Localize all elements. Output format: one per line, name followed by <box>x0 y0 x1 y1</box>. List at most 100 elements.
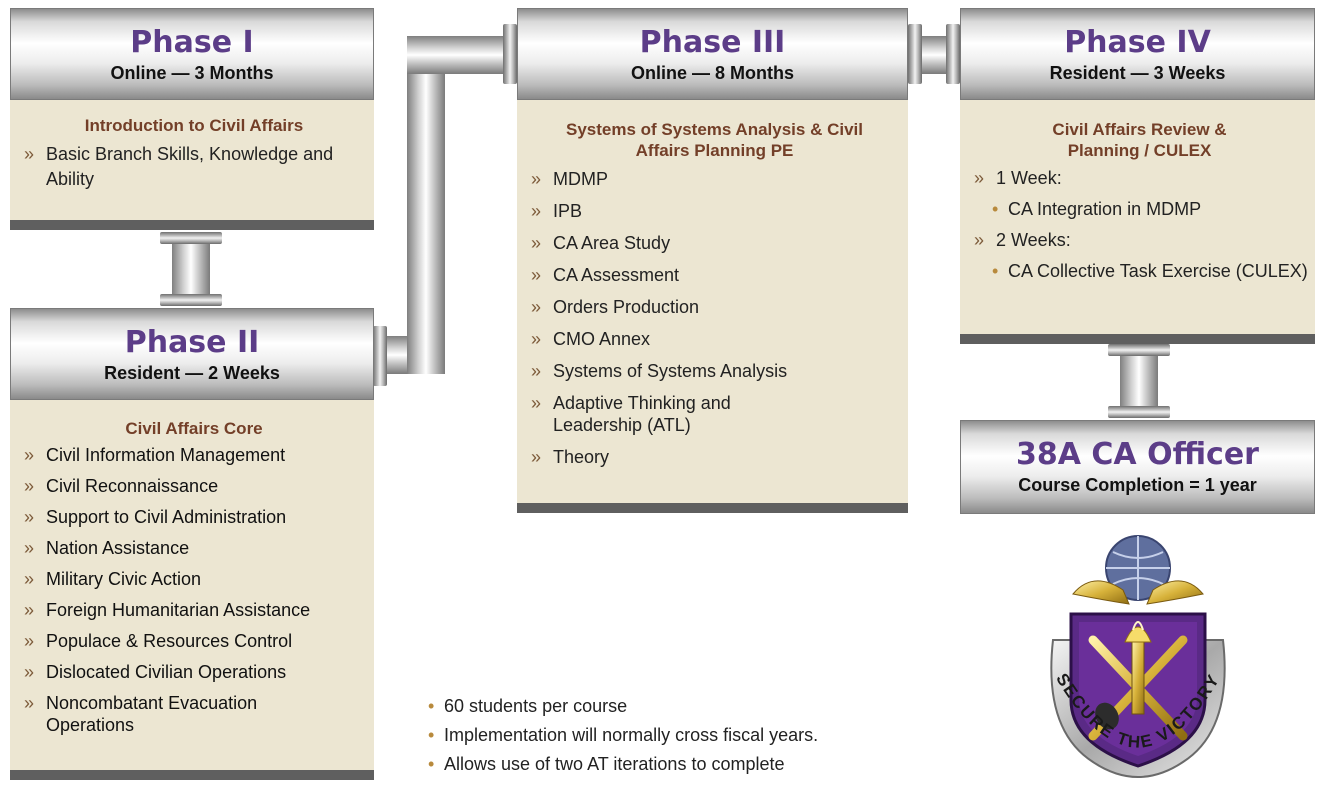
bullet-marker: • <box>992 261 999 281</box>
arrow-marker: » <box>24 600 35 620</box>
phase3-section-title: Systems of Systems Analysis & Civil Affa… <box>565 120 863 160</box>
phase2-box: Phase II Resident — 2 Weeks Civil Affair… <box>10 308 374 780</box>
completion-subtitle: Course Completion = 1 year <box>1018 475 1257 495</box>
list-item: »Adaptive Thinking and Leadership (ATL) <box>531 393 731 435</box>
sub-list-item: •CA Integration in MDMP <box>992 199 1202 219</box>
phase3-title: Phase III <box>639 25 786 60</box>
phase4-section-title: Civil Affairs Review & Planning / CULEX <box>1052 120 1227 160</box>
list-item: »Orders Production <box>531 297 700 317</box>
list-item: »CMO Annex <box>531 329 651 349</box>
phase4-footer <box>960 334 1315 344</box>
list-item: »CA Assessment <box>531 265 680 285</box>
arrow-marker: » <box>531 447 542 467</box>
phase1-footer <box>10 220 374 230</box>
phase3-body: Systems of Systems Analysis & Civil Affa… <box>517 100 908 503</box>
bullet-marker: • <box>428 725 435 745</box>
completion-box: 38A CA Officer Course Completion = 1 yea… <box>960 420 1315 514</box>
phase1-subtitle: Online — 3 Months <box>110 63 274 83</box>
arrow-marker: » <box>24 631 35 651</box>
list-item: »Civil Information Management <box>24 445 286 465</box>
phase3-list: »MDMP »IPB »CA Area Study »CA Assessment… <box>527 168 902 468</box>
phase4-title: Phase IV <box>1064 25 1211 60</box>
pipe-flange <box>160 232 222 244</box>
arrow-marker: » <box>24 476 35 496</box>
list-item: »MDMP <box>531 169 608 189</box>
arrow-marker: » <box>531 297 542 317</box>
pipe-flange <box>503 24 517 84</box>
phase2-header: Phase II Resident — 2 Weeks <box>10 308 374 400</box>
pipe-flange <box>946 24 960 84</box>
phase2-list: »Civil Information Management »Civil Rec… <box>20 444 368 736</box>
phase4-list: »1 Week: •CA Integration in MDMP »2 Week… <box>970 167 1309 282</box>
pipe-flange <box>160 294 222 306</box>
arrow-marker: » <box>531 265 542 285</box>
bullet-marker: • <box>428 696 435 716</box>
pipe-flange <box>373 326 387 386</box>
note-item: •60 students per course <box>428 692 818 721</box>
bullet-marker: • <box>428 754 435 774</box>
list-item: »Populace & Resources Control <box>24 631 293 651</box>
pipe-phase1-to-phase2 <box>172 244 210 294</box>
arrow-marker: » <box>974 230 985 250</box>
list-item: »2 Weeks: <box>974 230 1071 250</box>
arrow-marker: » <box>531 169 542 189</box>
completion-title: 38A CA Officer <box>1016 437 1259 472</box>
arrow-marker: » <box>24 569 35 589</box>
phase1-header: Phase I Online — 3 Months <box>10 8 374 100</box>
note-item: •Allows use of two AT iterations to comp… <box>428 750 818 779</box>
phase2-section-title: Civil Affairs Core <box>125 419 263 438</box>
phase2-subtitle: Resident — 2 Weeks <box>104 363 280 383</box>
insignia-emblem-icon: SECURE THE VICTORY <box>1050 535 1226 778</box>
phase3-box: Phase III Online — 8 Months Systems of S… <box>517 8 908 513</box>
list-item: »1 Week: <box>974 168 1062 188</box>
arrow-marker: » <box>531 233 542 253</box>
list-item: »Systems of Systems Analysis <box>531 361 788 381</box>
phase4-body: Civil Affairs Review & Planning / CULEX … <box>960 100 1315 334</box>
pipe-phase3-to-phase4 <box>922 36 948 74</box>
arrow-marker: » <box>24 445 35 465</box>
phase4-header: Phase IV Resident — 3 Weeks <box>960 8 1315 100</box>
phase3-header: Phase III Online — 8 Months <box>517 8 908 100</box>
notes-list: •60 students per course •Implementation … <box>428 692 818 779</box>
list-item: »Support to Civil Administration <box>24 507 287 527</box>
arrow-marker: » <box>24 507 35 527</box>
pipe-phase2-to-phase3-rise <box>407 36 445 374</box>
phase2-title: Phase II <box>124 325 260 360</box>
note-item: •Implementation will normally cross fisc… <box>428 721 818 750</box>
list-item: »Foreign Humanitarian Assistance <box>24 600 311 620</box>
completion-header: 38A CA Officer Course Completion = 1 yea… <box>960 420 1315 514</box>
arrow-marker: » <box>531 329 542 349</box>
phase2-body: Civil Affairs Core »Civil Information Ma… <box>10 400 374 770</box>
pipe-flange <box>1108 406 1170 418</box>
arrow-marker: » <box>531 201 542 221</box>
list-item: »Dislocated Civilian Operations <box>24 662 287 682</box>
arrow-marker: » <box>24 693 35 713</box>
list-item: »CA Area Study <box>531 233 671 253</box>
sub-list-item: •CA Collective Task Exercise (CULEX) <box>992 261 1308 281</box>
phase2-footer <box>10 770 374 780</box>
arrow-marker: » <box>24 662 35 682</box>
bullet-marker: • <box>992 199 999 219</box>
phase4-subtitle: Resident — 3 Weeks <box>1049 63 1226 83</box>
list-item: »Noncombatant Evacuation Operations <box>24 693 258 735</box>
list-item: »Civil Reconnaissance <box>24 476 219 496</box>
arrow-marker: » <box>24 538 35 558</box>
phase1-body: Introduction to Civil Affairs »Basic Bra… <box>10 100 374 220</box>
list-item: »Basic Branch Skills, Knowledge and Abil… <box>24 144 334 189</box>
phase4-box: Phase IV Resident — 3 Weeks Civil Affair… <box>960 8 1315 344</box>
phase3-footer <box>517 503 908 513</box>
phase1-section-title: Introduction to Civil Affairs <box>84 116 304 135</box>
phase3-subtitle: Online — 8 Months <box>630 63 794 83</box>
list-item: »IPB <box>531 201 583 221</box>
list-item: »Military Civic Action <box>24 569 202 589</box>
list-item: »Theory <box>531 447 610 467</box>
civil-affairs-insignia: SECURE THE VICTORY <box>1033 530 1243 788</box>
arrow-marker: » <box>974 168 985 188</box>
phase1-list: »Basic Branch Skills, Knowledge and Abil… <box>20 142 368 192</box>
phase1-box: Phase I Online — 3 Months Introduction t… <box>10 8 374 230</box>
arrow-marker: » <box>24 144 35 164</box>
list-item: »Nation Assistance <box>24 538 190 558</box>
arrow-marker: » <box>531 393 542 413</box>
pipe-flange <box>908 24 922 84</box>
arrow-marker: » <box>531 361 542 381</box>
